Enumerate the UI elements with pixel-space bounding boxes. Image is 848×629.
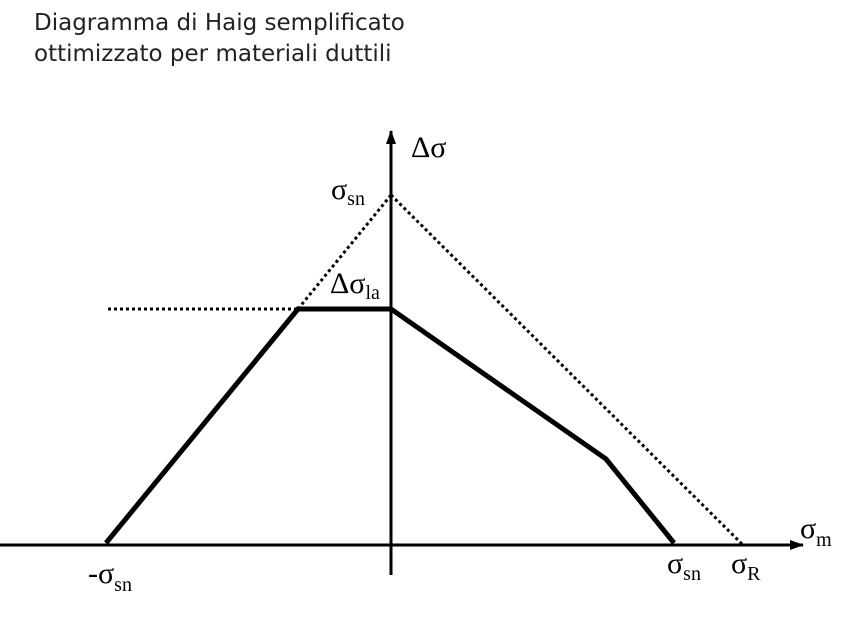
sigma-sn-top-label: σsn <box>331 173 365 210</box>
sigma-sn-right-label: σsn <box>667 547 701 585</box>
sigma-r-label: σR <box>731 547 761 585</box>
delta-sigma-la-label: Δσla <box>330 267 380 304</box>
haig-envelope <box>104 306 676 545</box>
minus-sigma-sn-label: -σsn <box>88 557 132 596</box>
title-line-1: Diagramma di Haig semplificato <box>34 10 405 36</box>
dotted-goodman-line <box>389 193 745 547</box>
y-axis-label: Δσ <box>411 131 446 164</box>
x-axis-label: σm <box>800 512 832 551</box>
title-line-2: ottimizzato per materiali duttili <box>34 41 392 67</box>
dotted-left-line <box>296 194 393 310</box>
page-title: Diagramma di Haig semplificato ottimizza… <box>34 8 405 70</box>
